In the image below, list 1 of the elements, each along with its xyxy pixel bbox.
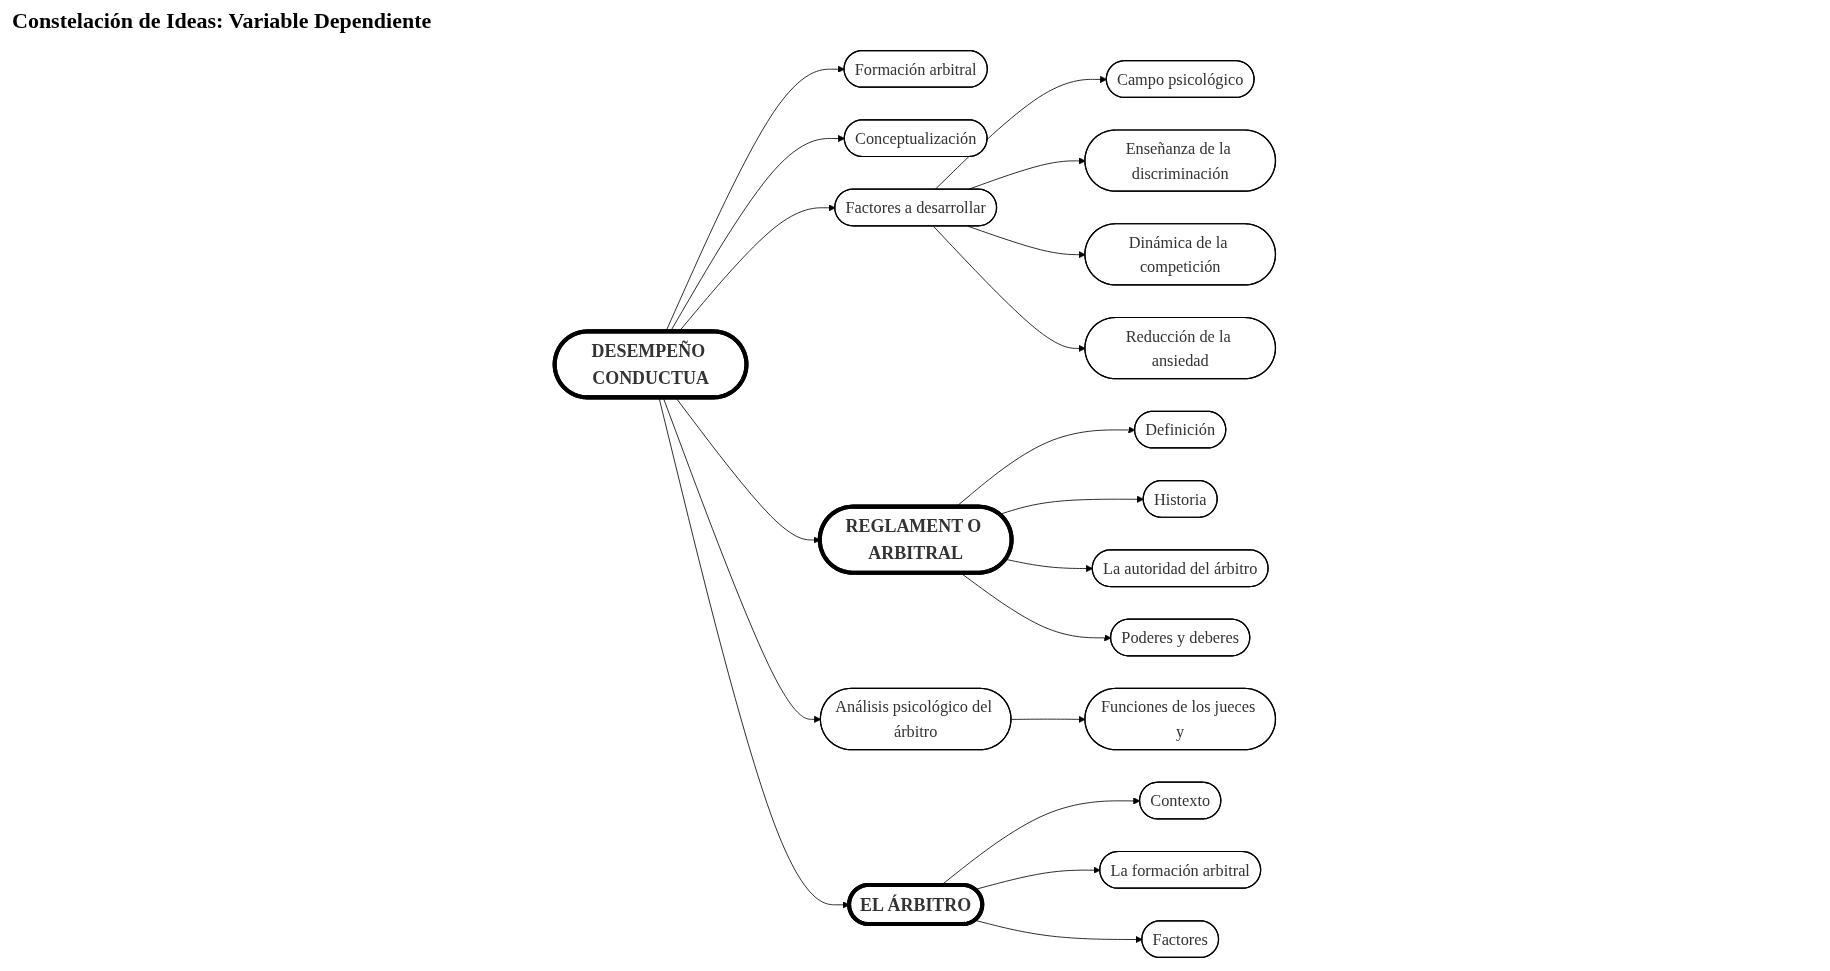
diagram-title: Constelación de Ideas: Variable Dependiente — [12, 8, 432, 34]
